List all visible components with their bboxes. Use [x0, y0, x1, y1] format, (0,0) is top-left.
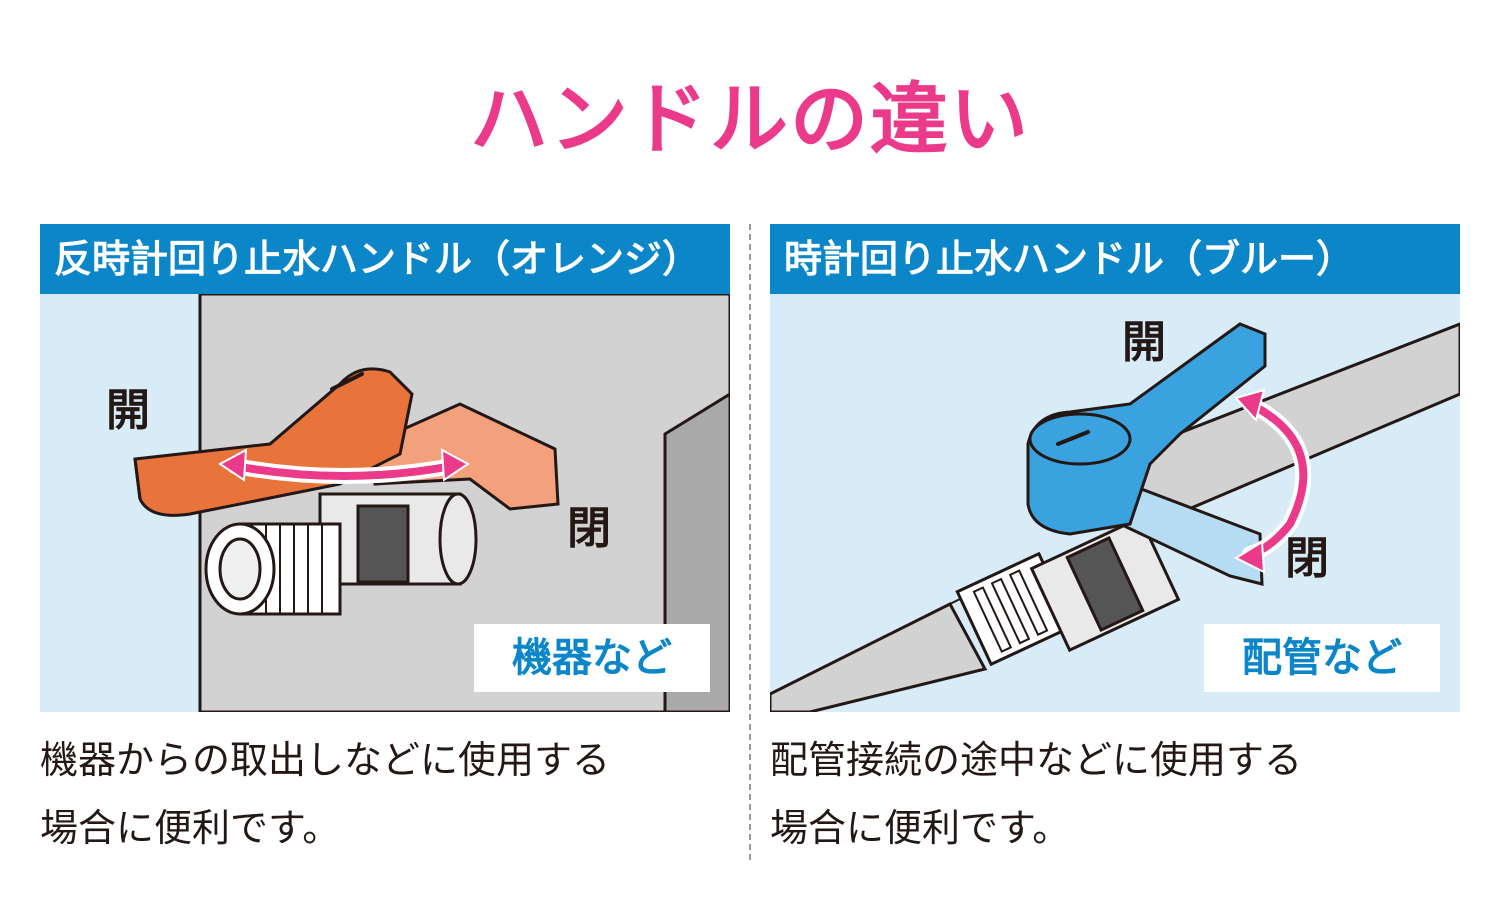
panel-divider	[749, 224, 751, 860]
use-case-badge: 配管など	[1204, 624, 1440, 692]
left-panel: 反時計回り止水ハンドル（オレンジ）	[40, 224, 730, 862]
use-case-badge: 機器など	[474, 624, 710, 692]
right-description: 配管接続の途中などに使用する 場合に便利です。	[770, 726, 1460, 862]
right-panel-header: 時計回り止水ハンドル（ブルー）	[770, 224, 1460, 294]
label-closed: 閉	[567, 503, 611, 554]
valve-body	[1029, 515, 1181, 653]
left-description: 機器からの取出しなどに使用する 場合に便利です。	[40, 726, 730, 862]
description-line: 場合に便利です。	[40, 806, 341, 850]
rotation-arrow	[1233, 388, 1312, 574]
pipe-lower	[770, 602, 988, 712]
right-panel: 時計回り止水ハンドル（ブルー）	[770, 224, 1460, 862]
valve-body	[318, 492, 478, 586]
label-open: 開	[106, 385, 150, 436]
left-illustration: 開 閉 機器など	[40, 294, 730, 712]
left-panel-header: 反時計回り止水ハンドル（オレンジ）	[40, 224, 730, 294]
rotation-arrow	[218, 448, 470, 484]
right-illustration: 開 閉 配管など	[770, 294, 1460, 712]
blue-valve-illustration	[770, 322, 1460, 712]
orange-valve-illustration	[133, 294, 730, 712]
blue-handle	[1026, 322, 1267, 536]
description-line: 配管接続の途中などに使用する	[770, 738, 1303, 782]
label-closed: 閉	[1285, 533, 1329, 584]
page-title: ハンドルの違い	[469, 75, 1030, 165]
handle-closed-position	[368, 402, 560, 511]
label-open: 開	[1122, 317, 1166, 368]
threaded-nipple	[204, 522, 342, 616]
description-line: 場合に便利です。	[770, 806, 1071, 850]
description-line: 機器からの取出しなどに使用する	[40, 738, 611, 782]
